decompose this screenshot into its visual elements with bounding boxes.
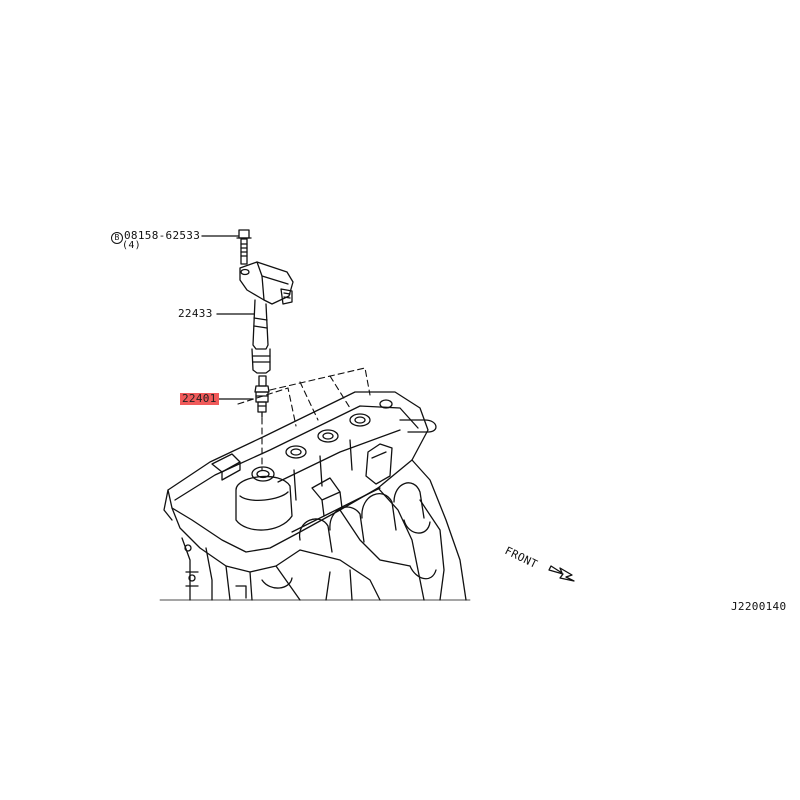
- figure-code: J2200140: [731, 600, 787, 613]
- leader-lines: [201, 235, 255, 400]
- bolt-part-number: 08158-62533: [124, 229, 201, 242]
- alignment-dashes: [237, 367, 371, 471]
- plug-part-number: 22401: [180, 392, 219, 405]
- bolt-icon: [236, 229, 252, 265]
- coil-part-number: 22433: [178, 307, 213, 320]
- engine-head-icon: [159, 391, 471, 601]
- front-arrow-icon: [548, 565, 575, 582]
- circled-b-icon: B: [111, 232, 123, 244]
- ignition-coil-icon: [239, 261, 294, 374]
- bolt-quantity: (4): [122, 240, 141, 251]
